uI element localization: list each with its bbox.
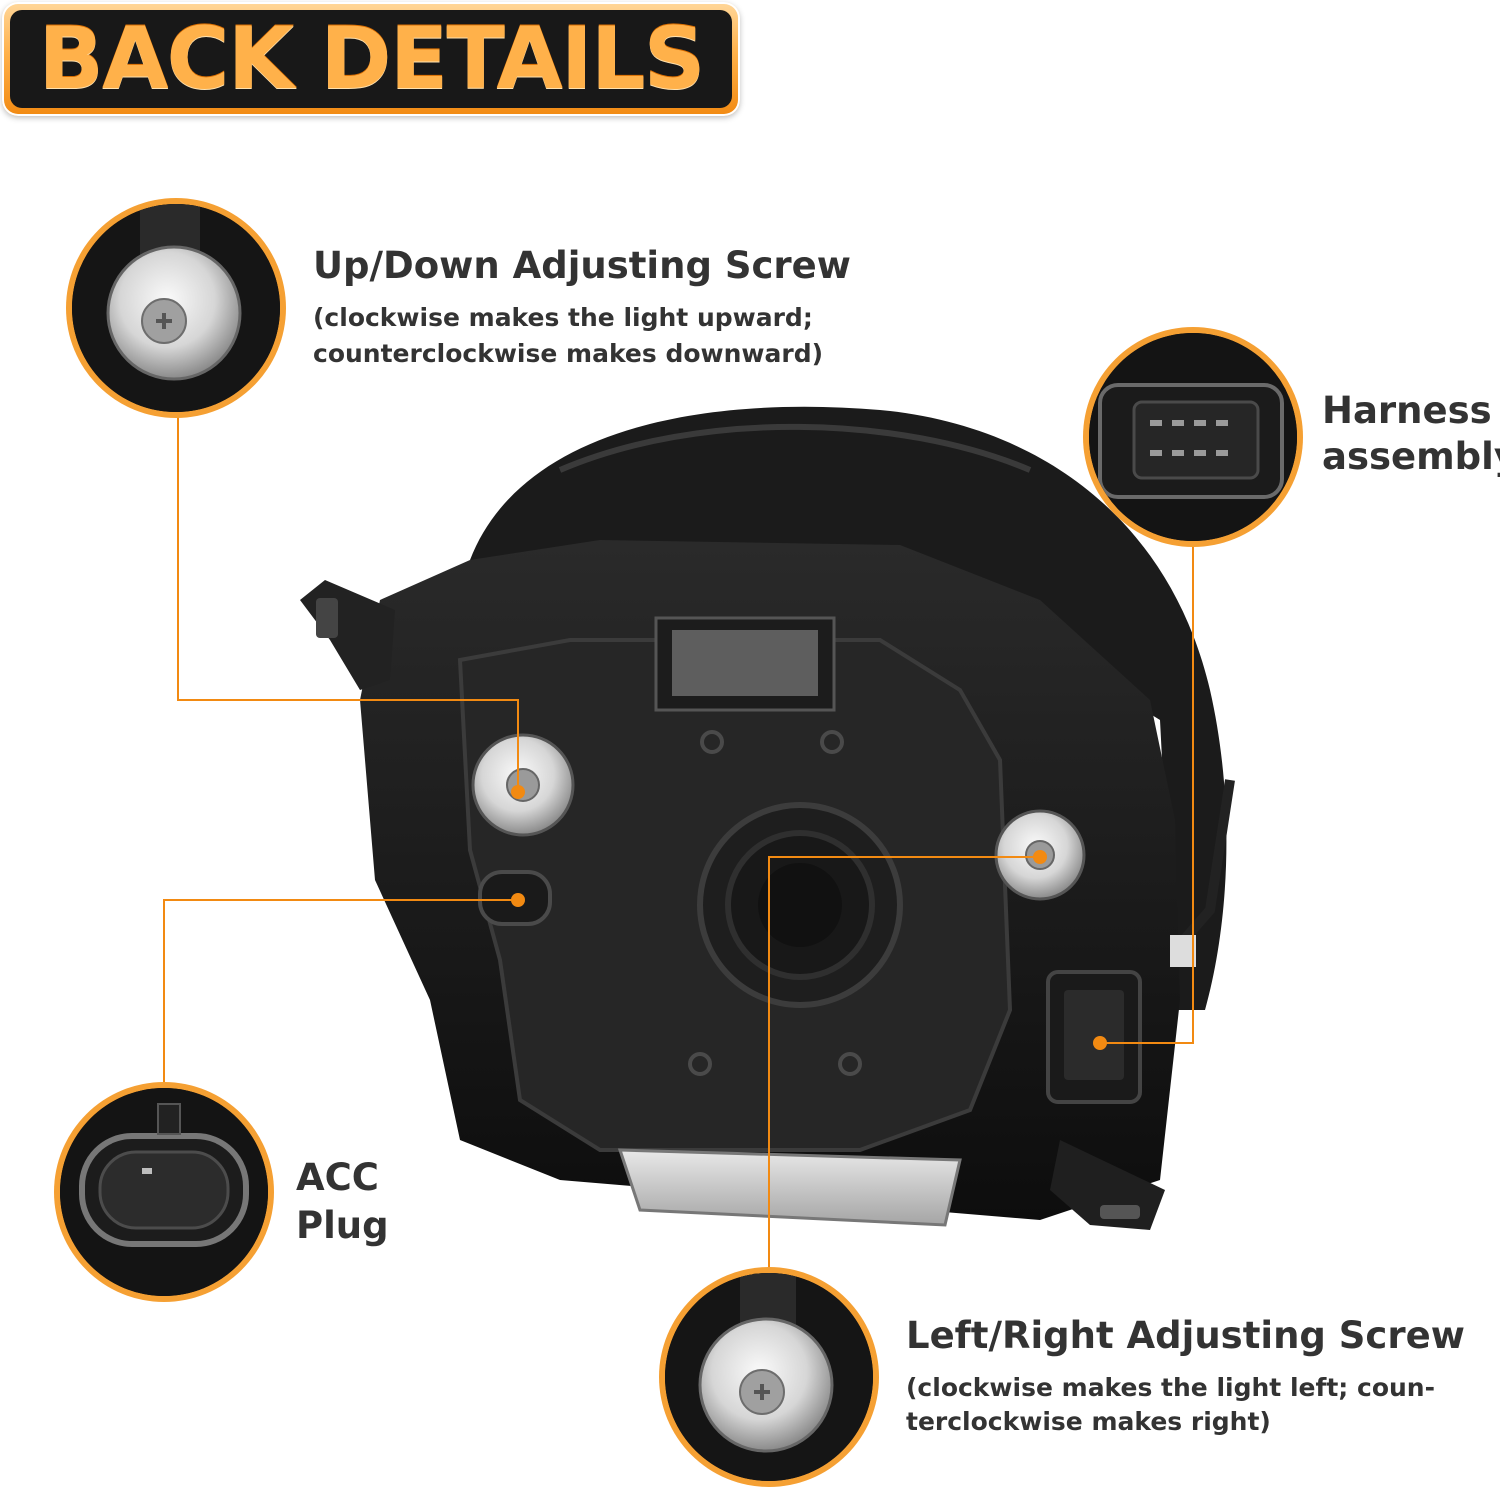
left-right-screw-title: Left/Right Adjusting Screw [906, 1314, 1465, 1357]
leader-dots [511, 785, 1107, 1050]
up-down-screw-callout [66, 198, 286, 418]
left-right-screw-desc-line1: (clockwise makes the light left; coun- [906, 1373, 1435, 1402]
page-title: BACK DETAILS [38, 9, 705, 109]
leader-lines [163, 412, 1194, 1273]
left-right-screw-callout [659, 1267, 879, 1487]
left-right-screw-desc-line2: terclockwise makes right) [906, 1407, 1271, 1436]
up-down-screw-desc-line1: (clockwise makes the light upward; [313, 303, 813, 332]
acc-plug-callout [54, 1082, 274, 1302]
harness-assembly-title-line1: Harness [1322, 389, 1492, 432]
title-badge: BACK DETAILS [2, 2, 740, 116]
up-down-screw-desc-line2: counterclockwise makes downward) [313, 339, 824, 368]
up-down-screw-title: Up/Down Adjusting Screw [313, 244, 851, 287]
acc-plug-title-line2: Plug [296, 1204, 389, 1247]
harness-assembly-callout [1083, 327, 1303, 547]
acc-plug-title-line1: ACC [296, 1156, 379, 1199]
headlight-housing [300, 406, 1235, 1230]
harness-assembly-title-line2: assembly [1322, 435, 1500, 478]
